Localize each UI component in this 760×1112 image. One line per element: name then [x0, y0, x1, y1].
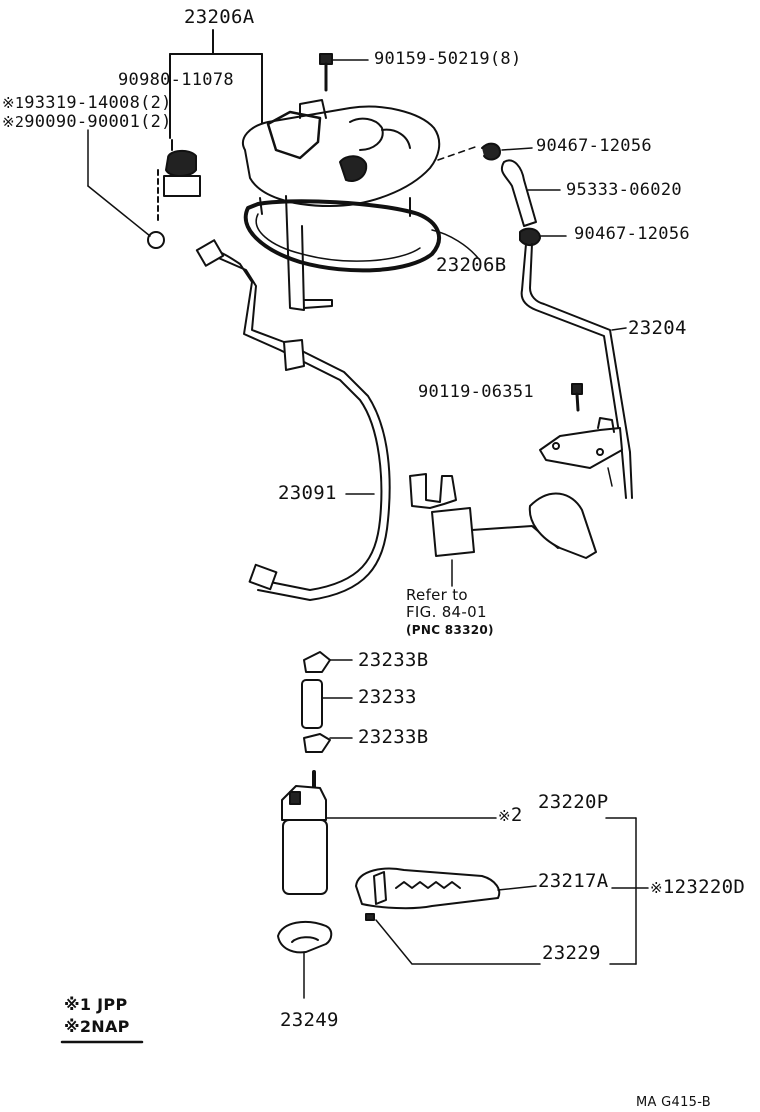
label-23233B-bottom: 23233B: [358, 726, 429, 748]
label-90159-50219: 90159-50219(8): [374, 49, 522, 69]
leader-23206B: [431, 229, 479, 259]
fuel-pump-23220: [281, 770, 497, 895]
pipe-clip-23233B-top: [303, 651, 353, 673]
bracket-90119: [539, 383, 623, 487]
label-23206B: 23206B: [436, 254, 507, 276]
leader-90090-diag: [87, 185, 151, 237]
pump-support-23249: [277, 920, 333, 999]
label-93319-14008: ※193319-14008(2): [2, 93, 172, 113]
legend-jpp: ※1 JPP: [64, 995, 128, 1014]
nap-marker: ※2: [498, 804, 523, 826]
pump-bracket-pipe: [285, 195, 333, 311]
label-23217A: 23217A: [538, 870, 609, 892]
label-23229: 23229: [542, 942, 601, 964]
nut-90090-90001: [147, 231, 165, 249]
gasket-23206B: [243, 199, 441, 273]
refer-text-line3: (PNC 83320): [406, 623, 494, 637]
bolt-90159-50219: [319, 53, 369, 92]
label-90467-12056-bottom: 90467-12056: [574, 224, 690, 244]
label-95333-06020: 95333-06020: [566, 180, 682, 200]
bracket-23220: [605, 817, 649, 965]
refer-text-line1: Refer to: [406, 586, 468, 604]
label-90467-12056-top: 90467-12056: [536, 136, 652, 156]
label-23233B-top: 23233B: [358, 649, 429, 671]
fuel-pump-bracket-plate: [242, 99, 441, 217]
label-23233: 23233: [358, 686, 417, 708]
bracket-23206A: [169, 29, 263, 139]
label-90090-90001: ※290090-90001(2): [2, 112, 172, 132]
label-23204: 23204: [628, 317, 687, 339]
label-90119-06351: 90119-06351: [418, 382, 534, 402]
fuel-filter-23217A: [355, 867, 537, 910]
label-90980-11078: 90980-11078: [118, 70, 234, 90]
label-23249: 23249: [280, 1009, 339, 1031]
label-23091: 23091: [278, 482, 337, 504]
tube-23204: [520, 243, 633, 499]
label-23220: ※123220D: [650, 876, 746, 898]
pipe-23091: [195, 239, 391, 601]
label-23220P: 23220P: [538, 791, 609, 813]
hose-23233: [301, 679, 353, 729]
hose-95333-06020: [437, 142, 567, 246]
legend-nap: ※2NAP: [64, 1017, 130, 1036]
fuel-sender-gauge: [409, 473, 597, 587]
fuel-pump-cushion-23229: [365, 913, 541, 965]
label-23206A: 23206A: [184, 6, 255, 28]
figure-code: MA G415-B: [636, 1095, 711, 1110]
pipe-clip-23233B-bottom: [303, 733, 353, 753]
refer-text-line2: FIG. 84-01: [406, 603, 487, 621]
grommet-90980-11078: [157, 139, 201, 221]
